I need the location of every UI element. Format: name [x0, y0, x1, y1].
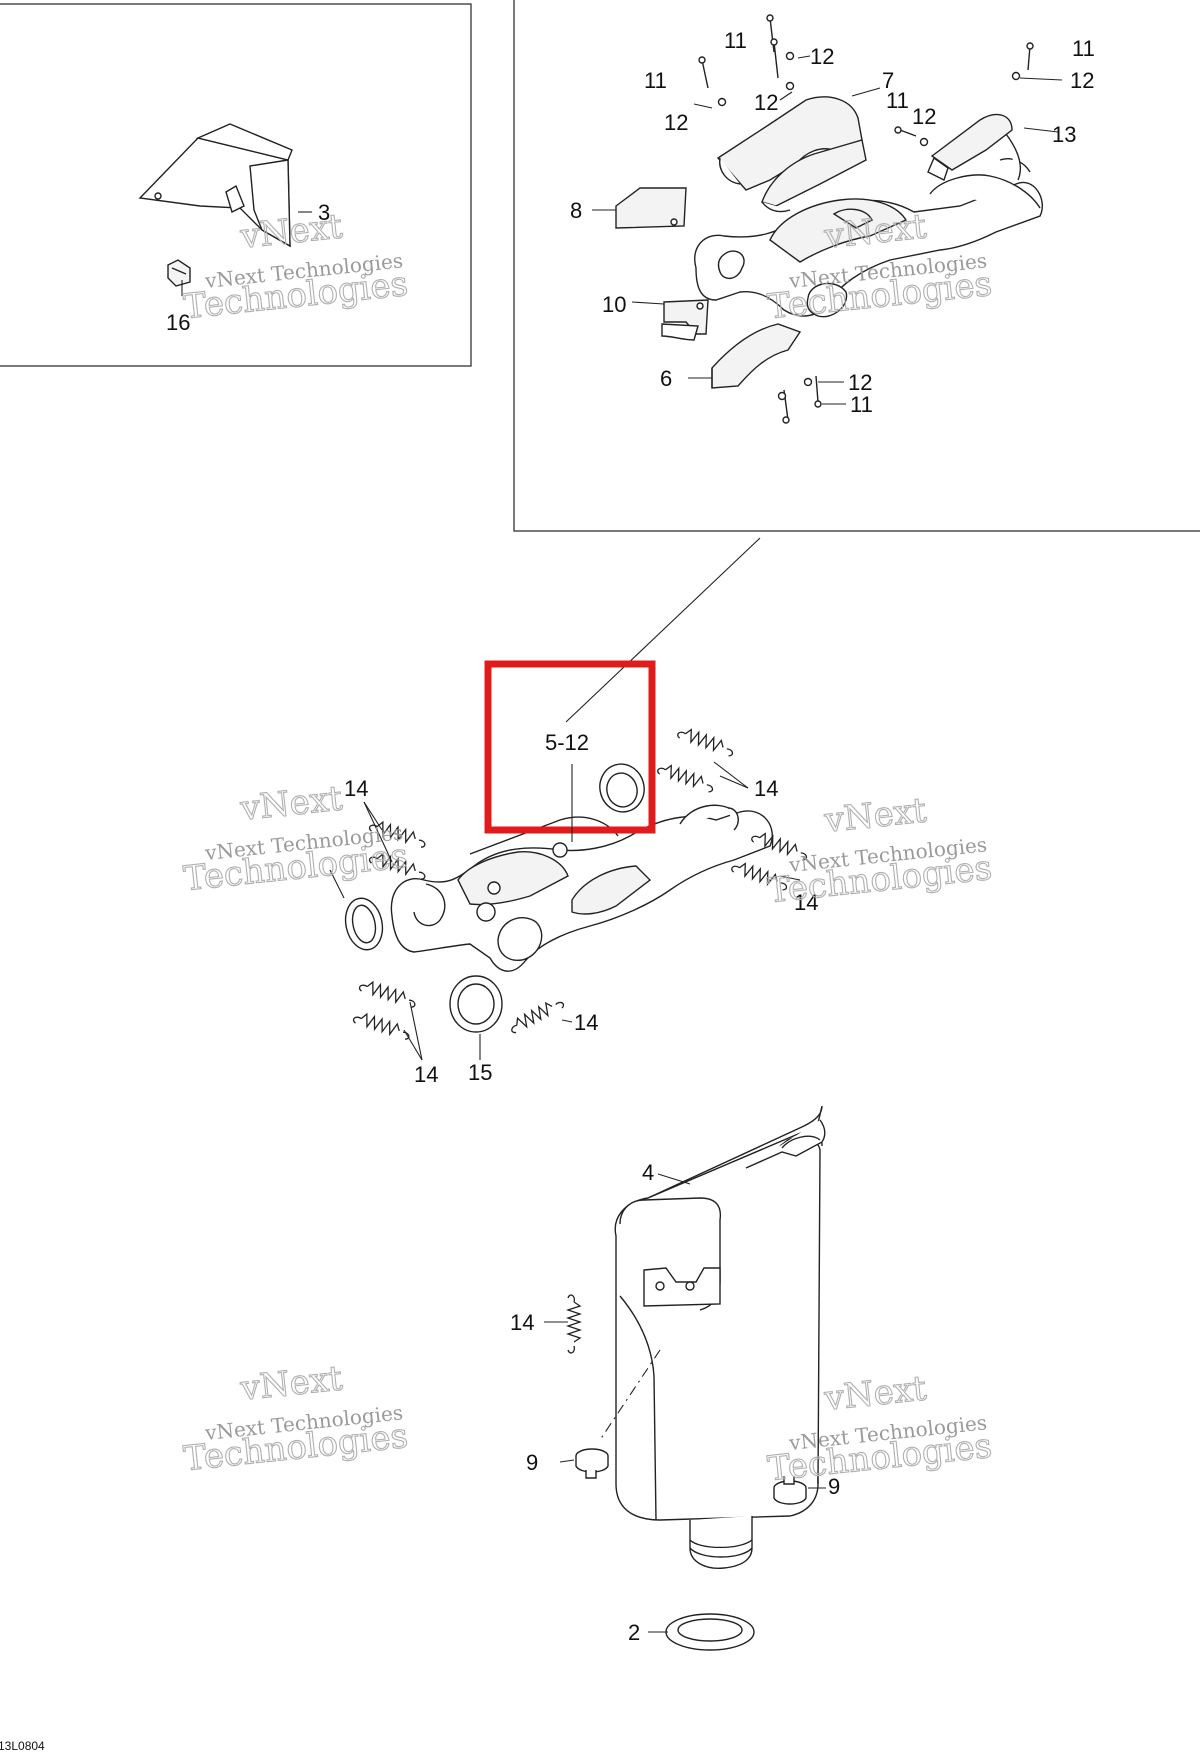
inset-panel-heat-shield — [0, 3, 472, 367]
svg-text:vNext: vNext — [822, 1368, 929, 1419]
drawing-code: 13L0804 — [0, 1739, 45, 1753]
manifold-assembly — [390, 804, 773, 972]
bracket-10 — [661, 299, 709, 341]
watermark-4: vNext vNext Technologies Technologies — [765, 790, 994, 912]
callout-12d: 12 — [912, 104, 936, 129]
callout-14a: 14 — [344, 776, 368, 801]
springs-group — [352, 728, 808, 1354]
gasket-ring-left — [344, 897, 384, 951]
callout-15b: 9 — [828, 1474, 840, 1499]
callout-14f: 14 — [510, 1310, 534, 1335]
callout-12e: 12 — [1070, 68, 1094, 93]
cover-7 — [711, 323, 802, 389]
svg-text:vNext: vNext — [822, 790, 929, 841]
callout-11d: 11 — [1072, 36, 1095, 61]
watermark-1: vNext vNext Technologies Technologies — [181, 206, 410, 328]
heat-shield-part — [138, 123, 293, 248]
gasket-2 — [665, 1613, 755, 1651]
highlight-box — [484, 660, 656, 834]
callout-6: 7 — [882, 68, 894, 93]
callout-12b: 12 — [754, 90, 778, 115]
callout-11b: 11 — [644, 68, 667, 93]
callout-14b: 14 — [754, 776, 778, 801]
plate-8 — [615, 187, 687, 229]
exhaust-pipe-upper — [694, 158, 1043, 318]
rubber-mount-15-left — [575, 1448, 609, 1479]
callout-12a: 12 — [810, 44, 834, 69]
callout-4: 4 — [642, 1160, 654, 1185]
watermark-3: vNext vNext Technologies Technologies — [181, 778, 410, 900]
callout-14d: 14 — [574, 1010, 598, 1035]
callout-10: 10 — [602, 292, 626, 317]
callout-12f: 12 — [848, 370, 872, 395]
callout-15a: 9 — [526, 1450, 538, 1475]
inset-connector-line — [565, 537, 761, 723]
callout-14c: 14 — [794, 890, 818, 915]
svg-text:vNext: vNext — [238, 778, 345, 829]
callout-14e: 14 — [414, 1062, 438, 1087]
muffler-part — [614, 1105, 826, 1569]
callout-7: 6 — [660, 366, 672, 391]
gasket-ring-13 — [449, 975, 503, 1033]
callout-leaders-inset — [181, 55, 1063, 405]
callout-9: 13 — [1052, 122, 1076, 147]
callout-leaders-main — [329, 761, 801, 1061]
callout-11c: 11 — [886, 88, 909, 113]
highlight-label: 5-12 — [545, 730, 589, 755]
cover-center — [769, 198, 908, 263]
callout-11e: 11 — [850, 392, 873, 417]
watermark-5: vNext vNext Technologies Technologies — [181, 1358, 410, 1480]
svg-text:vNext: vNext — [238, 1358, 345, 1409]
inset-panel-muffler-covers — [513, 0, 1200, 532]
callout-13: 15 — [468, 1060, 492, 1085]
cover-9 — [927, 113, 1022, 181]
callout-2: 2 — [628, 1620, 640, 1645]
callout-leaders-muffler — [544, 1173, 826, 1633]
callout-8: 8 — [570, 198, 582, 223]
muffler-axis-dash — [599, 1349, 661, 1441]
callout-12c: 12 — [664, 110, 688, 135]
callout-11a: 11 — [724, 28, 747, 53]
fasteners-group — [698, 14, 1034, 424]
callout-3: 3 — [318, 200, 330, 225]
cover-6 — [716, 96, 867, 213]
rubber-mount-15-right — [773, 1476, 807, 1505]
gasket-ring-upper — [599, 763, 645, 813]
callout-16: 16 — [166, 310, 190, 335]
clip-part — [167, 259, 191, 287]
